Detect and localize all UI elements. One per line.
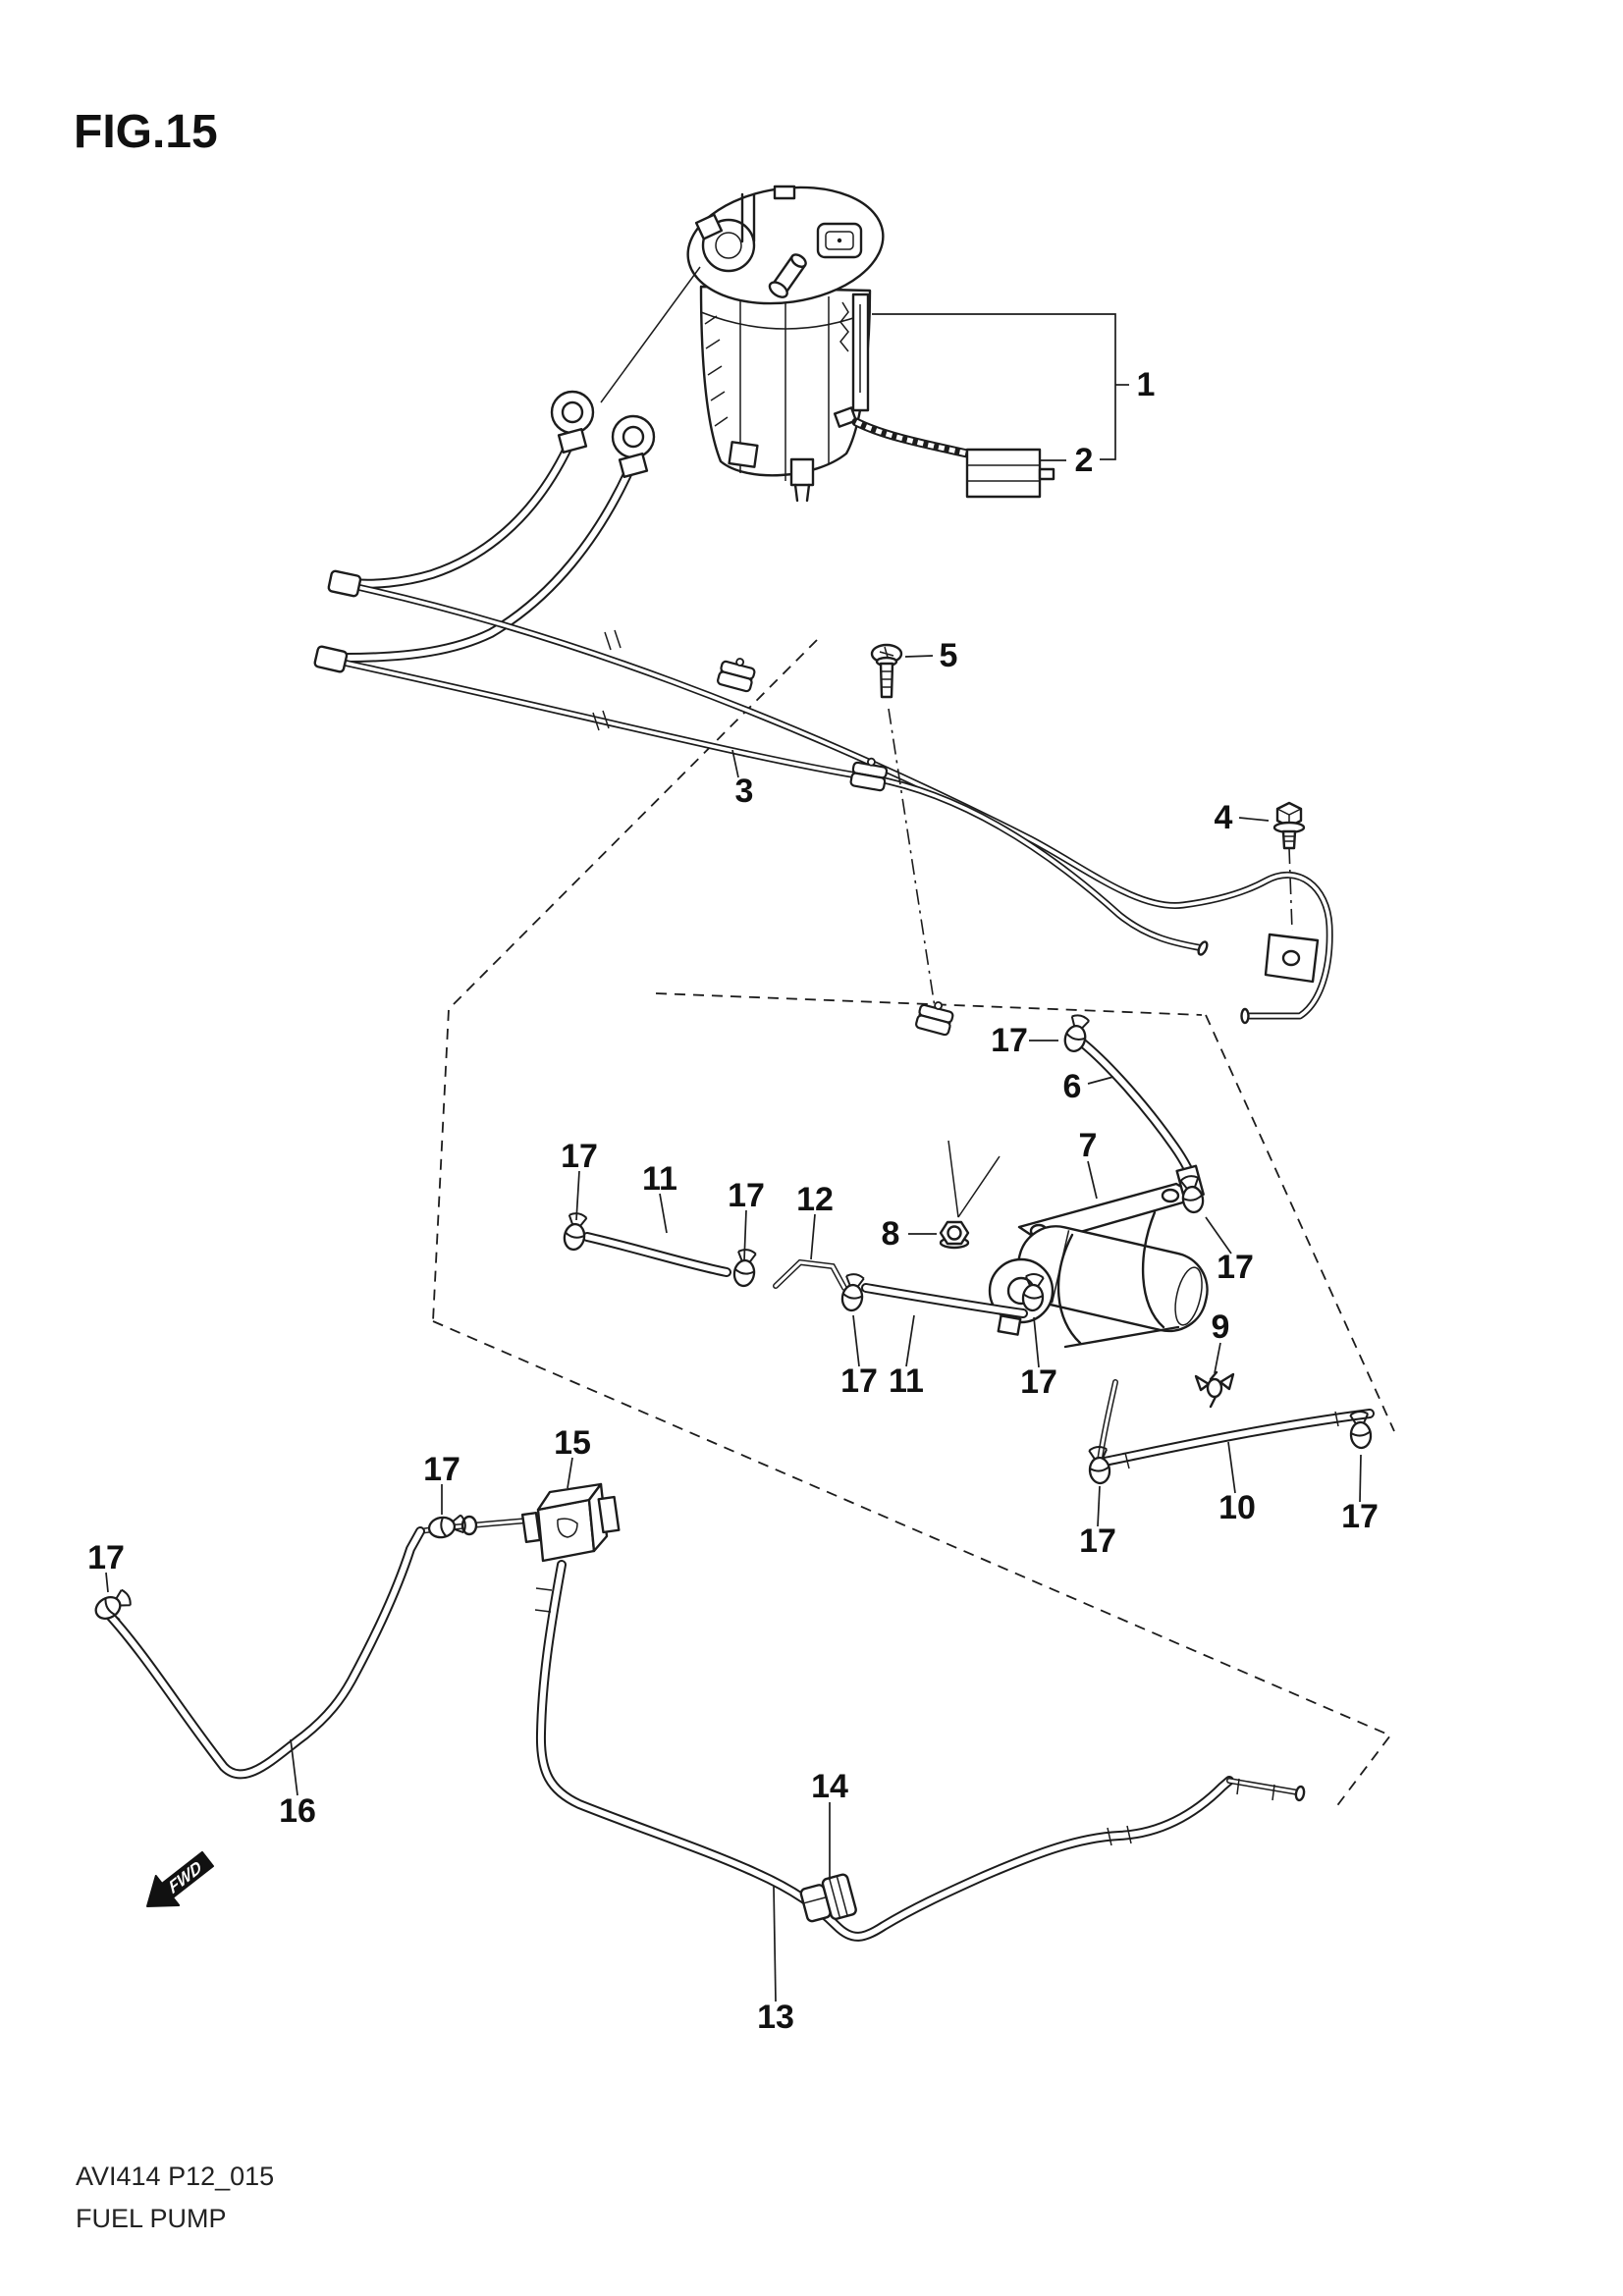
nut-drawing [939, 1140, 1001, 1250]
fwd-direction-arrow: FWD [146, 1850, 215, 1907]
hose-6-drawing [1082, 1042, 1196, 1188]
callout-leader-4 [1238, 817, 1270, 822]
callout-leader-11 [905, 1314, 915, 1367]
figure-code: AVI414 P12_015 [76, 2162, 274, 2191]
part-callout-6: 6 [1063, 1068, 1082, 1105]
part-callout-17: 17 [423, 1451, 460, 1488]
part-callout-14: 14 [811, 1768, 848, 1805]
part-callout-11: 11 [642, 1160, 677, 1198]
callout-leader-11 [659, 1193, 668, 1234]
part-callout-5: 5 [940, 637, 958, 674]
figure-caption: FUEL PUMP [76, 2204, 227, 2233]
callout-leader-17 [105, 1572, 109, 1593]
bolt-drawing [1272, 801, 1306, 932]
part-callout-4: 4 [1215, 799, 1233, 836]
callout-leader-17 [743, 1209, 747, 1261]
callout-leader-17 [1097, 1485, 1101, 1527]
callout-leader-17 [575, 1170, 580, 1221]
valve-15-drawing [420, 1482, 621, 1563]
part-callout-17: 17 [728, 1177, 765, 1214]
fuel-pump-assembly-drawing [600, 185, 885, 503]
callout-leader-3 [731, 749, 739, 778]
part-callout-17: 17 [840, 1362, 878, 1400]
callout-leader-17 [1205, 1216, 1232, 1255]
fwd-arrow-label: FWD [166, 1856, 204, 1897]
fuel-pipe-assembly-drawing [313, 569, 1329, 1025]
part-callout-8: 8 [882, 1215, 900, 1253]
part-callout-17: 17 [1079, 1522, 1116, 1560]
part-callout-10: 10 [1218, 1489, 1256, 1526]
callout-leader-17 [1033, 1316, 1040, 1368]
callout-leader-7 [1087, 1160, 1098, 1200]
part-callout-3: 3 [735, 773, 754, 810]
part-callout-17: 17 [87, 1539, 125, 1576]
callout-leader-16 [290, 1738, 298, 1796]
callout-leader-9 [1214, 1342, 1221, 1374]
callout-leader-12 [810, 1213, 816, 1260]
callout-leader-5 [904, 655, 934, 658]
callout-leader-1 [872, 313, 1116, 460]
callout-leader-15 [567, 1457, 573, 1489]
figure-title: FIG.15 [74, 106, 218, 158]
part-callout-11: 11 [889, 1362, 924, 1400]
part-callout-1: 1 [1137, 366, 1156, 403]
part-callout-12: 12 [796, 1181, 834, 1218]
hose-16-drawing [106, 1531, 420, 1774]
callout-leader-17 [852, 1314, 860, 1367]
part-callout-7: 7 [1079, 1127, 1098, 1164]
part-callout-17: 17 [1341, 1498, 1379, 1535]
clamp-14-drawing [799, 1873, 857, 1923]
pump-outlet-hoses-drawing [346, 390, 656, 658]
screw-and-clamp-drawing [870, 643, 957, 1038]
hose-13-drawing [534, 1565, 1306, 1937]
part-callout-13: 13 [757, 1999, 794, 2036]
callout-leader-13 [773, 1886, 777, 2002]
lead-wire-connector-drawing [851, 417, 1055, 499]
callout-leader-10 [1227, 1441, 1236, 1494]
callout-leader-17 [1359, 1454, 1362, 1503]
wire-clip-drawing [1194, 1370, 1235, 1409]
frame-reference-dashed-lines [432, 639, 1395, 1809]
part-callout-16: 16 [279, 1792, 316, 1830]
part-callout-2: 2 [1075, 442, 1094, 479]
part-callout-9: 9 [1212, 1308, 1230, 1346]
part-callout-15: 15 [554, 1424, 591, 1462]
hose-10-drawing [1100, 1412, 1370, 1469]
part-callout-17: 17 [991, 1022, 1028, 1059]
part-callout-17: 17 [561, 1138, 598, 1175]
callout-leader-6 [1087, 1076, 1114, 1085]
part-callout-17: 17 [1217, 1249, 1254, 1286]
part-callout-17: 17 [1020, 1363, 1057, 1401]
